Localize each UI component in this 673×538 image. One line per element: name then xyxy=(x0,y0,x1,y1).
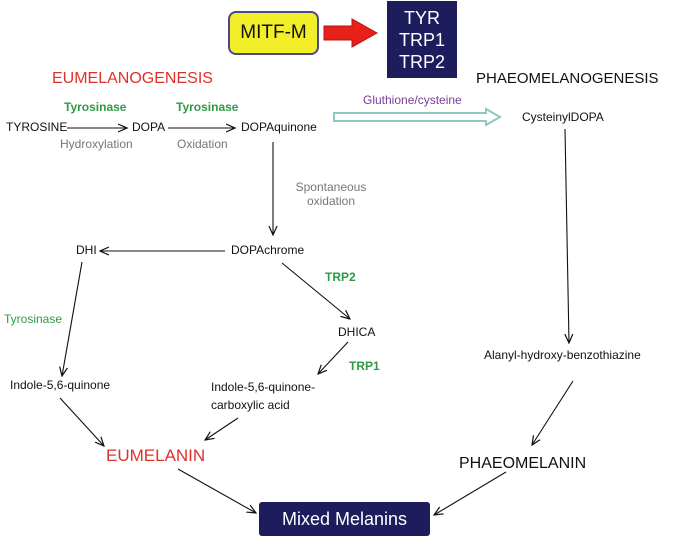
mitf-m-box: MITF-M xyxy=(228,11,319,55)
arrow-dopaquinone-cysteinyldopa xyxy=(333,107,503,127)
target-genes-box: TYR TRP1 TRP2 xyxy=(387,1,457,78)
eumelanogenesis-heading: EUMELANOGENESIS xyxy=(52,70,213,87)
spontaneous-line-1: Spontaneous xyxy=(295,180,367,194)
node-indole-carboxylic: Indole-5,6-quinone- carboxylic acid xyxy=(211,378,315,414)
target-trp2: TRP2 xyxy=(398,51,445,72)
target-trp1: TRP1 xyxy=(398,29,445,50)
indole-carboxylic-line-2: carboxylic acid xyxy=(211,398,290,412)
trp2-label: TRP2 xyxy=(325,270,356,284)
arrow-indole-carboxylic-eumelanin xyxy=(205,417,239,440)
indole-carboxylic-line-1: Indole-5,6-quinone- xyxy=(211,380,316,394)
node-tyrosine: TYROSINE xyxy=(6,120,68,134)
spontaneous-label: Spontaneous oxidation xyxy=(286,180,376,209)
red-arrow-icon xyxy=(323,18,379,48)
oxidation-label: Oxidation xyxy=(177,137,228,151)
tyrosinase-label-1: Tyrosinase xyxy=(64,100,127,114)
node-dhi: DHI xyxy=(76,243,97,257)
node-cysteinyldopa: CysteinylDOPA xyxy=(522,110,604,124)
node-phaeomelanin: PHAEOMELANIN xyxy=(459,455,587,472)
glutathione-label: Gluthione/cysteine xyxy=(363,93,462,107)
arrow-dhi-indole xyxy=(62,261,83,376)
node-eumelanin: EUMELANIN xyxy=(106,446,206,465)
arrow-cysteinyldopa-alanyl xyxy=(565,128,569,343)
hydroxylation-label: Hydroxylation xyxy=(60,137,133,151)
node-alanyl: Alanyl-hydroxy-benzothiazine xyxy=(484,348,641,362)
trp1-label: TRP1 xyxy=(349,359,380,373)
tyrosinase-label-3: Tyrosinase xyxy=(4,312,63,326)
target-tyr: TYR xyxy=(404,7,440,28)
node-dopa: DOPA xyxy=(132,120,166,134)
arrow-indole-eumelanin xyxy=(59,397,104,446)
node-dopaquinone: DOPAquinone xyxy=(241,120,317,134)
arrow-eumelanin-mixed xyxy=(177,468,256,513)
mixed-melanins-label: Mixed Melanins xyxy=(281,508,408,529)
arrow-dopachrome-dhica xyxy=(281,262,350,319)
arrow-alanyl-phaeomelanin xyxy=(532,380,574,445)
node-dhica: DHICA xyxy=(338,325,376,339)
arrow-phaeomelanin-mixed xyxy=(434,471,507,515)
node-dopachrome: DOPAchrome xyxy=(231,243,305,257)
phaeomelanogenesis-heading: PHAEOMELANOGENESIS xyxy=(476,70,659,87)
node-indole-quinone: Indole-5,6-quinone xyxy=(10,378,111,392)
spontaneous-line-2: oxidation xyxy=(306,193,356,208)
tyrosinase-label-2: Tyrosinase xyxy=(176,100,239,114)
mitf-m-label: MITF-M xyxy=(240,22,307,43)
mixed-melanins-box: Mixed Melanins xyxy=(259,502,430,536)
arrow-dhica-indole-carboxylic xyxy=(318,341,349,374)
